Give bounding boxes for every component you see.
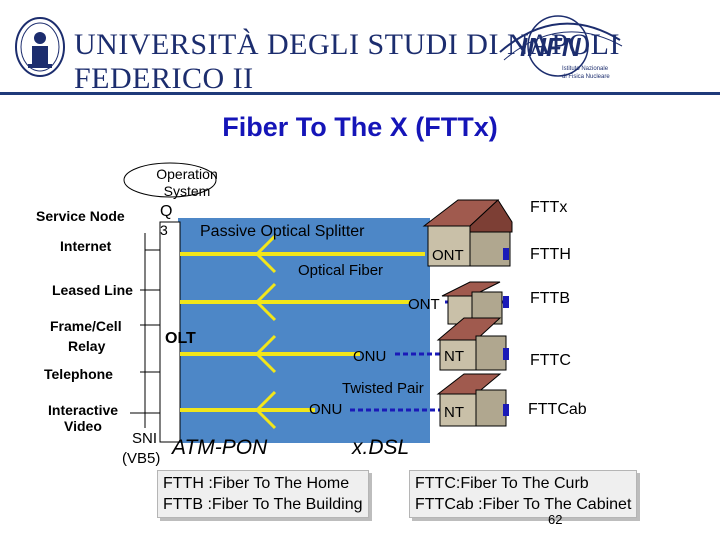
fiber-arrow-3: [254, 334, 277, 374]
fiber-arrow-1: [254, 234, 277, 274]
fttx-label: FTTx: [530, 199, 568, 216]
passive-splitter-label: Passive Optical Splitter: [200, 223, 365, 240]
header-divider: [0, 92, 720, 95]
sni-label: SNI: [132, 430, 158, 447]
house-fttcab: [436, 373, 507, 427]
optical-fibers: [180, 252, 425, 412]
internet-label: Internet: [60, 238, 112, 254]
fiber-arrowheads: [254, 234, 277, 430]
operation-system-label-1: Operation: [156, 166, 217, 182]
connector-fttb: [503, 296, 509, 308]
telephone-label: Telephone: [44, 366, 113, 382]
interactive-label: Interactive: [48, 402, 119, 418]
note-fttcab: FTTCab :Fiber To The Cabinet: [415, 496, 632, 513]
operation-system-ellipse: [123, 162, 217, 198]
infn-logo: INFN Istituto Nazionale di Fisica Nuclea…: [499, 15, 623, 80]
service-node-label: Service Node: [36, 208, 125, 224]
onu-label-1: ONU: [353, 348, 387, 365]
fttb-label: FTTB: [530, 290, 570, 307]
ont-label-1: ONT: [432, 247, 464, 264]
olt-box: [159, 221, 181, 443]
infn-subtitle-2: di Fisica Nucleare: [562, 74, 610, 80]
house-fttc: [436, 317, 507, 371]
fiber-arrow-2: [254, 282, 277, 322]
vb5-label: (VB5): [122, 450, 161, 467]
frame-cell-label: Frame/Cell: [50, 318, 122, 334]
fttc-label: FTTC: [530, 352, 571, 369]
xdsl-label: x.DSL: [352, 436, 410, 459]
operation-system-label-2: System: [164, 183, 211, 199]
relay-label: Relay: [68, 338, 106, 354]
university-seal-logo: [15, 17, 65, 77]
olt-label: OLT: [165, 330, 196, 347]
fttcab-label: FTTCab: [528, 401, 587, 418]
connector-fttcab: [503, 404, 509, 416]
q3-number: 3: [160, 222, 168, 238]
leased-line-label: Leased Line: [52, 282, 133, 298]
twisted-pair-label: Twisted Pair: [342, 380, 424, 397]
connector-fttc: [503, 348, 509, 360]
note-ftth: FTTH :Fiber To The Home: [163, 475, 350, 492]
fiber-arrow-4: [254, 390, 277, 430]
infn-wordmark: INFN: [520, 32, 582, 62]
video-label: Video: [64, 418, 102, 434]
atm-pon-label: ATM-PON: [172, 436, 268, 459]
connector-ftth: [503, 248, 509, 260]
onu-label-2: ONU: [309, 401, 343, 418]
infn-subtitle-1: Istituto Nazionale: [562, 66, 609, 72]
page-number: 62: [548, 512, 563, 527]
note-fttb: FTTB :Fiber To The Building: [163, 496, 363, 513]
q-label: Q: [160, 203, 173, 220]
notes-box-right: FTTC:Fiber To The Curb FTTCab :Fiber To …: [409, 470, 638, 518]
notes-box-left: FTTH :Fiber To The Home FTTB :Fiber To T…: [157, 470, 369, 518]
ont-label-2: ONT: [408, 296, 440, 313]
slide-title: Fiber To The X (FTTx): [222, 112, 498, 142]
nt-label-1: NT: [444, 348, 464, 365]
ftth-label: FTTH: [530, 246, 571, 263]
nt-label-2: NT: [444, 404, 464, 421]
note-fttc: FTTC:Fiber To The Curb: [415, 475, 589, 492]
optical-fiber-label: Optical Fiber: [298, 262, 384, 279]
